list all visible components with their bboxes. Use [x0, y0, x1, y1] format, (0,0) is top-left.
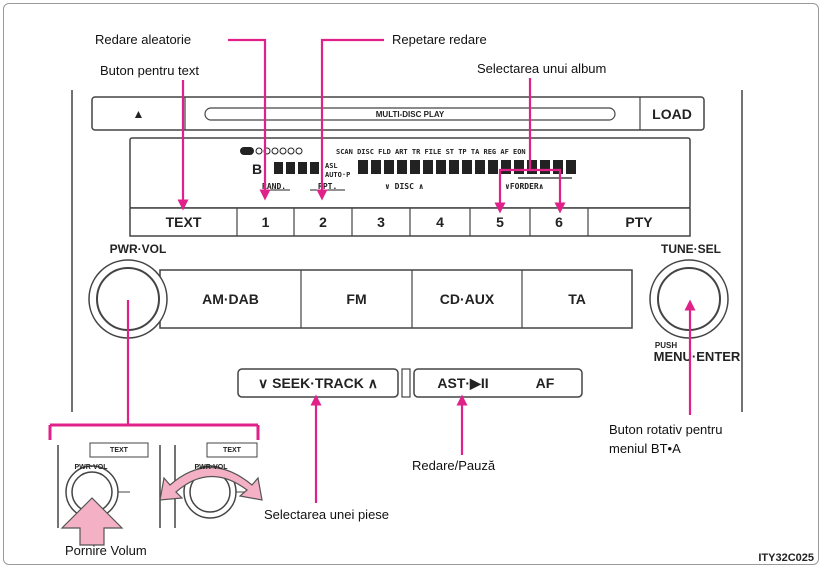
slot-label: MULTI-DISC PLAY [375, 109, 445, 119]
inset-text-label: TEXT [110, 446, 128, 454]
inset-pwr-label: PWR·VOL [74, 463, 108, 471]
text-button[interactable]: TEXT [165, 214, 202, 230]
load-button[interactable]: LOAD [652, 105, 692, 122]
am-dab-button[interactable]: AM·DAB [202, 291, 259, 307]
figure-frame [3, 3, 819, 565]
callout-play-pause: Redare/Pauză [412, 458, 496, 473]
callout-album-select: Selectarea unui album [477, 61, 607, 76]
pwr-vol-knob[interactable] [97, 268, 159, 330]
callout-knob-menu-1: Buton rotativ pentru [609, 422, 723, 437]
preset-2-button[interactable]: 2 [319, 214, 327, 230]
preset-3-button[interactable]: 3 [377, 214, 385, 230]
tune-sel-knob[interactable] [658, 268, 720, 330]
lcd-auto-p: AUTO·P [325, 171, 351, 179]
figure-code: ITY32C025 [758, 552, 814, 564]
callout-track-select: Selectarea unei piese [264, 507, 390, 522]
seek-track-button[interactable]: ∨ SEEK·TRACK ∧ [257, 374, 379, 391]
lcd-disc-nav: ∨ DISC ∧ [385, 182, 424, 191]
menu-enter-label: MENU·ENTER [653, 348, 741, 364]
svg-text:B: B [252, 161, 262, 177]
cd-aux-button[interactable]: CD·AUX [439, 291, 495, 307]
push-label: PUSH [654, 340, 678, 350]
callout-knob-menu-2: meniul BT•A [609, 441, 681, 456]
eject-button[interactable]: ▲ [132, 106, 145, 121]
pwr-vol-label: PWR·VOL [109, 242, 167, 256]
inset-pwr-label-2: PWR·VOL [194, 463, 228, 471]
preset-5-button[interactable]: 5 [496, 214, 504, 230]
inset-text-label-2: TEXT [223, 446, 241, 454]
ast-play-pause-button[interactable]: AST·▶II [437, 374, 489, 391]
lcd-rpt: RPT. [318, 182, 338, 191]
preset-6-button[interactable]: 6 [555, 214, 563, 230]
callout-shuffle: Redare aleatorie [95, 32, 192, 47]
callout-repeat: Repetare redare [392, 32, 487, 47]
preset-1-button[interactable]: 1 [261, 214, 270, 230]
fm-button[interactable]: FM [346, 291, 367, 307]
tune-sel-label: TUNE·SEL [661, 242, 721, 256]
ta-button[interactable]: TA [568, 291, 586, 307]
lcd-folder-nav: ∨FORDER∧ [505, 182, 544, 191]
callout-text-button: Buton pentru text [100, 63, 200, 78]
pty-button[interactable]: PTY [625, 214, 653, 230]
callout-power-volume: Pornire Volum [65, 543, 147, 558]
lcd-asl: ASL [325, 162, 338, 170]
af-button[interactable]: AF [535, 375, 555, 391]
lcd-top-indicators: SCAN DISC FLD ART TR FILE ST TP TA REG A… [336, 148, 526, 156]
lcd-rand: RAND. [262, 182, 287, 191]
preset-4-button[interactable]: 4 [436, 214, 444, 230]
